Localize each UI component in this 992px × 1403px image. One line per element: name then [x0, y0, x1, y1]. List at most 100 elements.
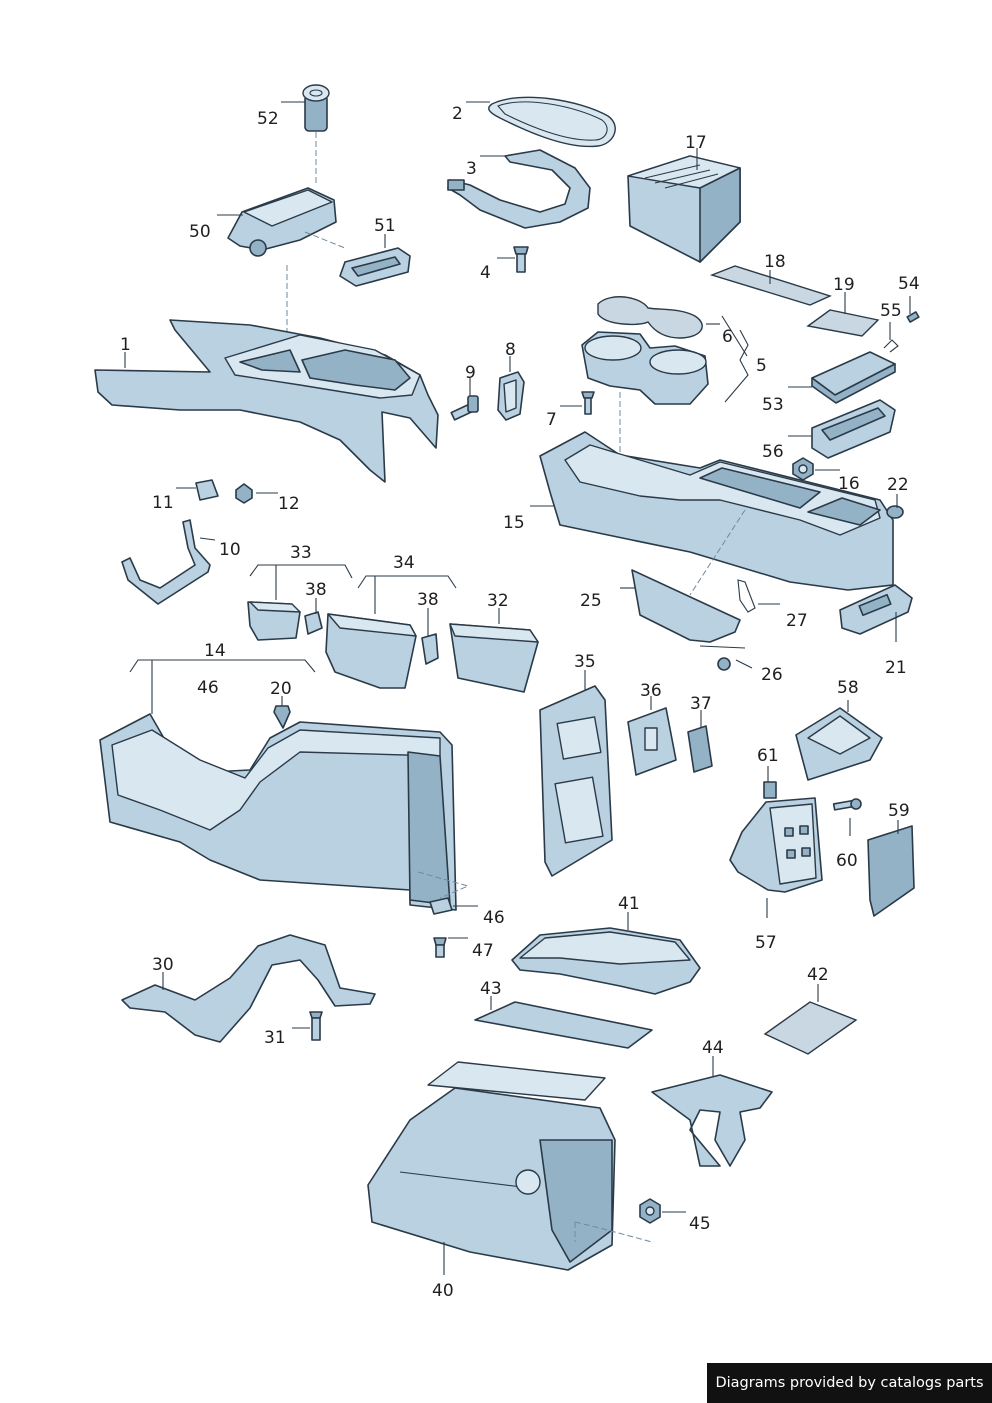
- leader-lines: [124, 101, 911, 1275]
- part-7-screw: [581, 391, 595, 415]
- part-19-mat: [806, 309, 880, 337]
- callout-56: 56: [762, 442, 784, 462]
- callout-46-lower: 46: [483, 908, 505, 928]
- part-43-plate: [474, 1001, 653, 1049]
- part-14-console-body: [99, 713, 457, 911]
- part-17-box: [627, 155, 741, 263]
- callout-11: 11: [152, 493, 174, 513]
- callout-30: 30: [152, 955, 174, 975]
- part-37-switch: [687, 725, 713, 773]
- part-9-bolt: [450, 395, 479, 421]
- part-41-armrest-lid: [511, 927, 701, 995]
- part-8-bracket: [497, 371, 525, 421]
- part-34-box: [325, 613, 417, 689]
- part-4-screw: [513, 246, 529, 273]
- part-1-console-trim: [94, 319, 439, 483]
- callout-38-right: 38: [417, 590, 439, 610]
- part-35-bezel: [539, 685, 613, 877]
- part-38-clip-right: [421, 633, 439, 665]
- part-54-pin: [906, 311, 920, 323]
- callout-27: 27: [786, 611, 808, 631]
- part-32-box: [449, 623, 539, 693]
- callout-31: 31: [264, 1028, 286, 1048]
- part-27-clip: [737, 579, 756, 613]
- credit-text: Diagrams provided by catalogs parts: [715, 1375, 984, 1391]
- callout-21: 21: [885, 658, 907, 678]
- callout-50: 50: [189, 222, 211, 242]
- callout-18: 18: [764, 252, 786, 272]
- part-45-nut: [639, 1198, 661, 1224]
- part-53-lid: [811, 351, 896, 404]
- part-15-console: [539, 431, 894, 596]
- callout-10: 10: [219, 540, 241, 560]
- callout-54: 54: [898, 274, 920, 294]
- part-59-lid: [867, 825, 915, 917]
- part-18-mat: [709, 265, 832, 306]
- callout-8: 8: [505, 340, 516, 360]
- callout-57: 57: [755, 933, 777, 953]
- callout-2: 2: [452, 104, 463, 124]
- callout-6: 6: [722, 327, 733, 347]
- callout-40: 40: [432, 1281, 454, 1301]
- callout-9: 9: [465, 363, 476, 383]
- callout-38-left: 38: [305, 580, 327, 600]
- callout-3: 3: [466, 159, 477, 179]
- callout-59: 59: [888, 801, 910, 821]
- callout-52: 52: [257, 109, 279, 129]
- callout-4: 4: [480, 263, 491, 283]
- callout-22: 22: [887, 475, 909, 495]
- part-31-screw: [309, 1011, 323, 1041]
- callout-42: 42: [807, 965, 829, 985]
- part-2-ring: [488, 96, 616, 148]
- part-10-bracket: [121, 519, 211, 605]
- callout-37: 37: [690, 694, 712, 714]
- callout-51: 51: [374, 216, 396, 236]
- callout-14: 14: [204, 641, 226, 661]
- callout-15: 15: [503, 513, 525, 533]
- part-38-clip-left: [304, 611, 323, 635]
- callout-7: 7: [546, 410, 557, 430]
- part-51-tray: [339, 247, 411, 287]
- part-50-cover: [227, 187, 346, 360]
- part-21-switch: [839, 584, 913, 635]
- callout-44: 44: [702, 1038, 724, 1058]
- callout-55: 55: [880, 301, 902, 321]
- part-20-pin: [273, 705, 291, 729]
- credit-banner: Diagrams provided by catalogs parts: [707, 1363, 992, 1403]
- callout-32: 32: [487, 591, 509, 611]
- part-36-plate: [627, 707, 677, 776]
- callout-53: 53: [762, 395, 784, 415]
- callout-46-upper: 46: [197, 678, 219, 698]
- callout-41: 41: [618, 894, 640, 914]
- part-46-clip: [417, 871, 470, 915]
- part-11-clip: [195, 479, 219, 501]
- part-22-grommet: [886, 505, 904, 519]
- callout-5: 5: [756, 356, 767, 376]
- callout-35: 35: [574, 652, 596, 672]
- callout-45: 45: [689, 1214, 711, 1234]
- part-44-bracket: [651, 1074, 773, 1167]
- callout-34: 34: [393, 553, 415, 573]
- callout-61: 61: [757, 746, 779, 766]
- part-52-socket: [302, 84, 330, 185]
- part-47-screw: [433, 937, 447, 958]
- callout-20: 20: [270, 679, 292, 699]
- callout-1: 1: [120, 335, 131, 355]
- callout-25: 25: [580, 591, 602, 611]
- callout-47: 47: [472, 941, 494, 961]
- callout-16: 16: [838, 474, 860, 494]
- part-61-clip: [763, 781, 777, 799]
- part-3-frame: [447, 149, 591, 229]
- callout-43: 43: [480, 979, 502, 999]
- part-16-nut: [792, 457, 814, 481]
- part-26-screw: [699, 645, 746, 671]
- part-56-tray: [811, 399, 896, 459]
- callout-26: 26: [761, 665, 783, 685]
- callout-58: 58: [837, 678, 859, 698]
- part-58-ashtray: [795, 707, 883, 781]
- callout-17: 17: [685, 133, 707, 153]
- part-57-housing: [729, 797, 823, 893]
- callout-19: 19: [833, 275, 855, 295]
- part-30-bracket: [121, 934, 376, 1043]
